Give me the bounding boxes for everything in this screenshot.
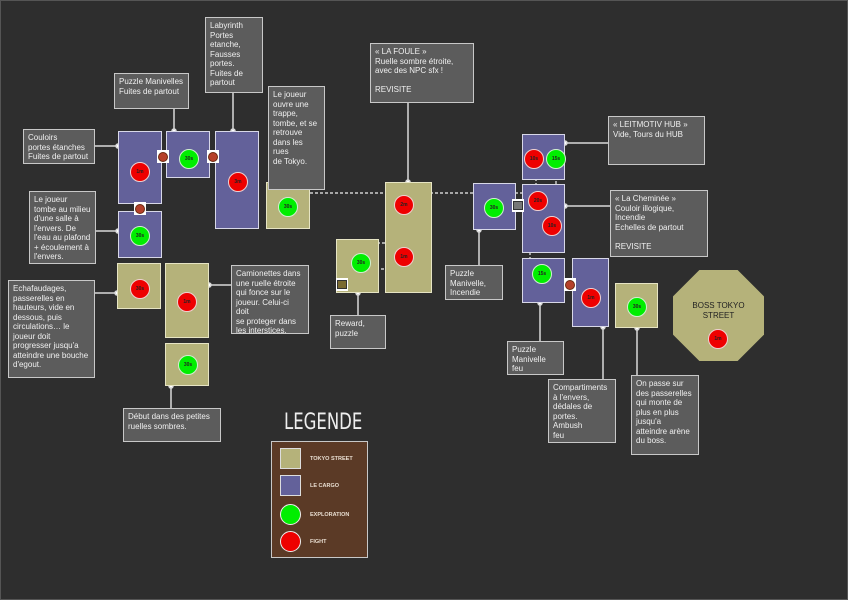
note-leitmotiv: « LEITMOTIV HUB » Vide, Tours du HUB — [608, 116, 705, 165]
room-cheminee: 20s 10s — [522, 184, 565, 253]
note-labyrinth: Labyrinth Portes etanche, Fausses portes… — [205, 17, 263, 93]
room-puzzle-incendie: 30s — [473, 183, 516, 230]
exploration-marker: 15s — [532, 264, 552, 284]
exploration-marker: 30s — [351, 253, 371, 273]
fight-marker: 1m — [130, 162, 150, 182]
food-icon — [564, 278, 576, 291]
note-cheminee: « La Cheminée » Couloir illogique, Incen… — [610, 190, 708, 257]
food-icon — [207, 150, 219, 163]
exploration-marker: 30s — [627, 297, 647, 317]
fight-marker: 1m — [394, 247, 414, 267]
food-icon — [157, 150, 169, 163]
legend-item-exploration: EXPLORATION — [280, 504, 349, 525]
note-puzzle-feu: Puzzle Manivelle feu — [507, 341, 564, 375]
puzzle-icon — [512, 199, 524, 212]
room-debut: 30s — [165, 343, 209, 386]
room-camionettes: 1m — [165, 263, 209, 338]
legend: TOKYO STREET LE CARGO EXPLORATION FIGHT — [271, 441, 368, 558]
reward-chest-icon — [336, 278, 348, 291]
note-echafaudages: Echafaudages, passerelles en hauteurs, v… — [8, 280, 95, 378]
fight-marker: 10s — [542, 216, 562, 236]
fight-marker: 2m — [394, 195, 414, 215]
legend-item-fight: FIGHT — [280, 531, 327, 552]
fight-marker: 10s — [524, 149, 544, 169]
note-debut: Début dans des petites ruelles sombres. — [123, 408, 221, 442]
room-passerelles: 30s — [615, 283, 658, 328]
food-icon — [134, 202, 146, 215]
note-camionettes: Camionettes dans une ruelle étroite qui … — [231, 265, 309, 335]
note-tombe-salle: Le joueur tombe au milieu d'une salle à … — [29, 191, 96, 264]
legend-item-tokyo-street: TOKYO STREET — [280, 448, 353, 469]
legend-item-le-cargo: LE CARGO — [280, 475, 339, 496]
exploration-marker: 30s — [278, 197, 298, 217]
fight-marker: 1m — [581, 288, 601, 308]
note-passerelles: On passe sur des passerelles qui monte d… — [631, 375, 699, 455]
room-puzzle-feu: 15s — [522, 258, 565, 303]
exploration-marker: 15s — [546, 149, 566, 169]
room-puzzle-manivelles: 30s — [166, 131, 210, 178]
exploration-marker: 30s — [130, 226, 150, 246]
note-couloirs: Couloirs portes étanches Fuites de parto… — [23, 129, 95, 164]
note-trappe: Le joueur ouvre une trappe, tombe, et se… — [268, 86, 325, 190]
exploration-marker: 30s — [178, 355, 198, 375]
boss-label: BOSS TOKYO STREET — [692, 301, 745, 320]
room-couloirs: 1m — [118, 131, 162, 204]
note-reward: Reward, puzzle — [330, 315, 386, 349]
fight-marker: 20s — [528, 191, 548, 211]
room-salle-envers: 30s — [118, 211, 162, 258]
note-compartiments: Compartiments à l'envers, dédales de por… — [548, 379, 616, 443]
room-labyrinth: 3m — [215, 131, 259, 229]
exploration-marker: 30s — [179, 149, 199, 169]
room-leitmotiv-hub: 10s 15s — [522, 134, 566, 180]
note-puzzle-incendie: Puzzle Manivelle, Incendie — [445, 265, 503, 300]
exploration-marker: 30s — [484, 198, 504, 218]
room-echafaudages: 30s — [117, 263, 161, 309]
room-la-foule: 2m 1m — [385, 182, 432, 293]
fight-marker: 1m — [177, 292, 197, 312]
note-puzzle-manivelles: Puzzle Manivelles Fuites de partout — [114, 73, 189, 109]
note-la-foule: « LA FOULE » Ruelle sombre étroite, avec… — [370, 43, 474, 103]
boss-arena: BOSS TOKYO STREET 1m — [673, 270, 764, 361]
fight-marker: 3m — [228, 172, 248, 192]
fight-marker: 1m — [708, 329, 728, 349]
room-compartiments: 1m — [572, 258, 609, 327]
fight-marker: 30s — [130, 279, 150, 299]
legend-title: LEGENDE — [284, 410, 363, 435]
